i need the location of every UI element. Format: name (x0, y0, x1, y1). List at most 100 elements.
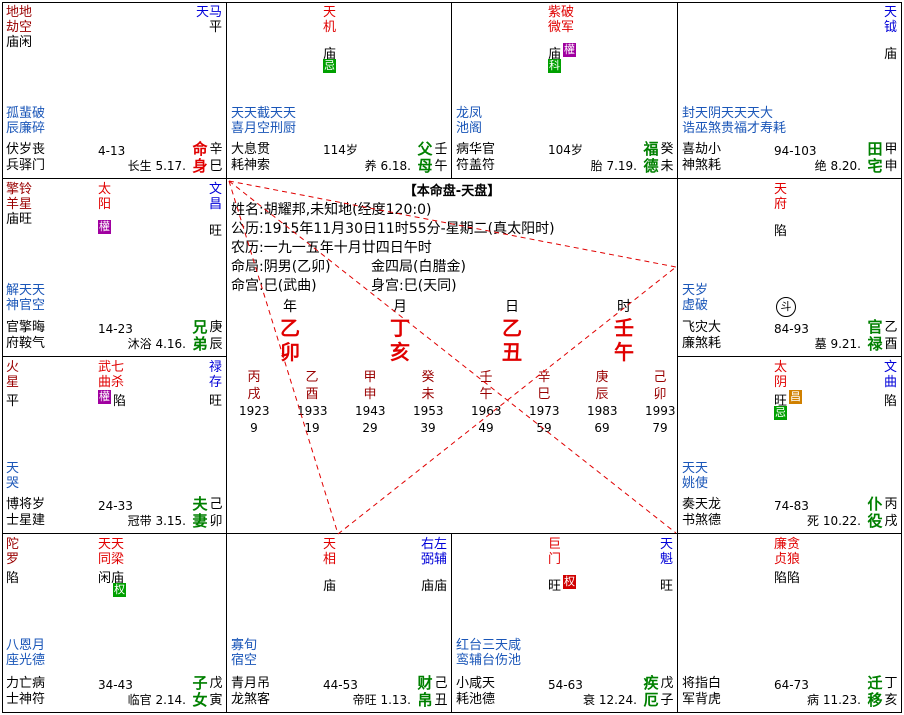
dayun-year: 1953 (413, 404, 444, 418)
palace-name-char: 官 (867, 318, 883, 336)
palace-name[interactable]: 子女 (192, 675, 208, 709)
dayun-age: 9 (250, 421, 258, 435)
age-range: 84-93 (774, 322, 809, 336)
god-star-row: 将指白 (682, 676, 722, 691)
minor-star-row: 鸾辅台伤池 (456, 653, 522, 668)
stem-branch-char: 未 (660, 159, 674, 174)
main-stars: 武七曲杀 (98, 360, 124, 390)
age-range: 54-63 (548, 678, 583, 692)
right-star-name-char: 天 (884, 5, 898, 20)
right-star-row: 弼辅 (420, 552, 447, 567)
life-stage: 胎 7.19. (590, 159, 637, 173)
palace-name[interactable]: 官禄 (867, 319, 883, 353)
palace-name[interactable]: 田宅 (867, 141, 883, 175)
palace-name-char: 女 (192, 691, 208, 709)
minor-star-row: 哭 (6, 476, 20, 491)
god-star-row: 力亡病 (6, 676, 46, 691)
right-star-status: 平 (208, 20, 222, 35)
pillar-label: 月 (393, 299, 407, 315)
stem-branch-char: 卯 (209, 514, 223, 529)
life-stage: 养 6.18. (364, 159, 411, 173)
hua-ji-tag: 忌 (323, 59, 336, 73)
ming-gong: 命宫:巳(武曲) (231, 278, 317, 294)
palace-name[interactable]: 财帛 (417, 675, 433, 709)
minor-star-row: 天 (6, 461, 20, 476)
main-star-taiyang-char: 阳 (98, 197, 112, 212)
palace-name[interactable]: 迁移 (867, 675, 883, 709)
pillar-branch: 午 (614, 340, 634, 364)
right-star-status: 陷 (883, 394, 897, 409)
stem-branch-char: 癸 (660, 142, 674, 157)
right-star-status: 旺 (208, 394, 222, 409)
minor-star-row: 天天 (682, 461, 709, 476)
pillar-branch: 丑 (502, 340, 522, 364)
palace-name[interactable]: 父母 (417, 141, 433, 175)
main-stars: 紫破微军 (548, 5, 574, 35)
main-star-status: 陷 (774, 224, 788, 239)
minor-star-row: 诰巫煞贵福才寿耗 (682, 121, 787, 136)
god-star-row: 军背虎 (682, 692, 722, 707)
god-star-row: 士神符 (6, 692, 46, 707)
life-stage: 帝旺 1.13. (352, 693, 411, 707)
palace-name[interactable]: 疾厄 (643, 675, 659, 709)
god-star-row: 青月吊 (231, 676, 271, 691)
center-title: 【本命盘-天盘】 (403, 184, 501, 199)
minor-star-row: 寡旬 (231, 638, 258, 653)
life-stage: 死 10.22. (807, 514, 861, 528)
dayun-gan: 乙 (305, 370, 319, 385)
right-star-name-char: 文 (884, 360, 898, 375)
minor-stars: 龙凤池阁 (456, 106, 482, 136)
stem-branch-char: 戊 (209, 676, 223, 691)
dayun-year: 1983 (587, 404, 618, 418)
person-name: 姓名:胡耀邦,未知地(经度120:0) (231, 202, 432, 218)
minor-star-row: 池阁 (456, 121, 483, 136)
palace-name-char: 身 (192, 157, 208, 175)
palace-name-char: 迁 (867, 674, 883, 692)
life-stage: 绝 8.20. (814, 159, 861, 173)
god-stars: 博将岁士星建 (6, 497, 45, 529)
main-star-taiyang-char: 太 (98, 182, 112, 197)
minor-star-row: 天天截天天 (231, 106, 297, 121)
hua-quan-tag: 权 (113, 583, 126, 597)
palace-name[interactable]: 福德 (643, 141, 659, 175)
main-star-status: 庙 (323, 47, 337, 62)
stem-branch-char: 丑 (434, 693, 448, 708)
hua-chang-tag: 昌 (789, 390, 802, 404)
god-star-row: 博将岁 (6, 497, 46, 512)
palace-name[interactable]: 兄弟 (192, 319, 208, 353)
life-stage: 衰 12.24. (583, 693, 637, 707)
palace-name-char: 帛 (417, 691, 433, 709)
pillar-0: 年乙卯 (275, 299, 305, 364)
minor-stars: 八恩月座光德 (6, 638, 45, 668)
god-star-row: 喜劫小 (682, 142, 722, 157)
main-star-tianfu-char: 府 (774, 197, 788, 212)
palace-name[interactable]: 命身 (192, 141, 208, 175)
minor-stars: 寡旬宿空 (231, 638, 257, 668)
main-star-tianxiang: 天相 (323, 537, 336, 567)
right-stars: 右左弼辅 (421, 537, 447, 567)
right-star-name-char: 禄 (209, 360, 223, 375)
dayun-zhi: 辰 (595, 387, 609, 402)
palace-name[interactable]: 夫妻 (192, 496, 208, 530)
minor-star-row: 天岁 (682, 283, 709, 298)
main-stars: 廉贪贞狼 (774, 537, 800, 567)
palace-name[interactable]: 仆役 (867, 496, 883, 530)
god-star-row: 小咸天 (456, 676, 496, 691)
left-star-status: 平 (6, 394, 20, 409)
dayun-gan: 丙 (247, 370, 261, 385)
dayun-age: 79 (652, 421, 668, 435)
